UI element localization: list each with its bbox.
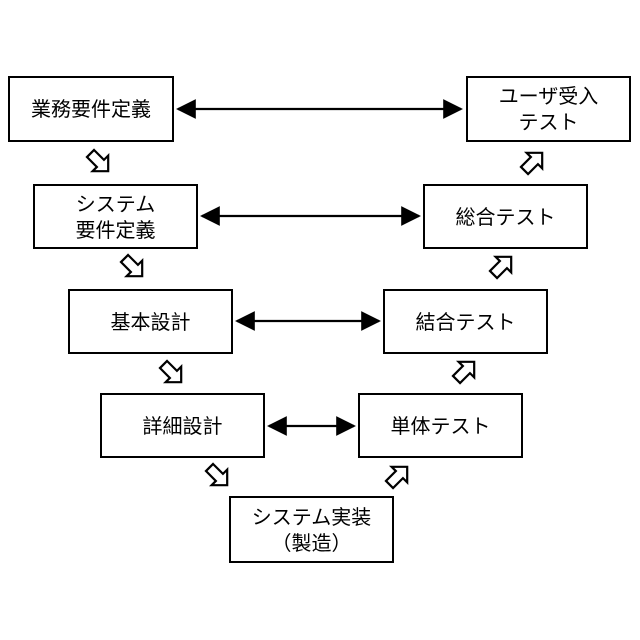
flow-arrow-8 xyxy=(517,145,550,178)
box-basic-design: 基本設計 xyxy=(68,289,233,354)
box-label: 業務要件定義 xyxy=(31,96,151,122)
box-business-requirements: 業務要件定義 xyxy=(8,76,174,142)
box-detailed-design: 詳細設計 xyxy=(100,393,265,458)
box-label: 総合テスト xyxy=(456,204,556,230)
box-label: システム 要件定義 xyxy=(76,191,156,243)
box-system-requirements: システム 要件定義 xyxy=(33,184,198,249)
box-label: 基本設計 xyxy=(111,309,191,335)
box-integration-test: 結合テスト xyxy=(383,289,548,354)
flow-arrow-1 xyxy=(83,146,116,179)
box-label: 結合テスト xyxy=(416,309,516,335)
box-label: ユーザ受入 テスト xyxy=(499,83,599,135)
flow-arrow-4 xyxy=(202,460,235,493)
flow-arrow-5 xyxy=(382,459,415,492)
box-label: 単体テスト xyxy=(391,413,491,439)
box-label: システム実装 （製造） xyxy=(252,504,371,556)
flow-arrow-2 xyxy=(117,251,150,284)
box-label: 詳細設計 xyxy=(143,413,223,439)
box-acceptance-test: ユーザ受入 テスト xyxy=(466,76,631,142)
flow-arrow-7 xyxy=(486,249,519,282)
box-implementation: システム実装 （製造） xyxy=(229,496,394,563)
box-unit-test: 単体テスト xyxy=(358,393,523,458)
flow-arrow-6 xyxy=(449,354,482,387)
flow-arrow-3 xyxy=(156,357,189,390)
box-system-test: 総合テスト xyxy=(423,184,588,249)
